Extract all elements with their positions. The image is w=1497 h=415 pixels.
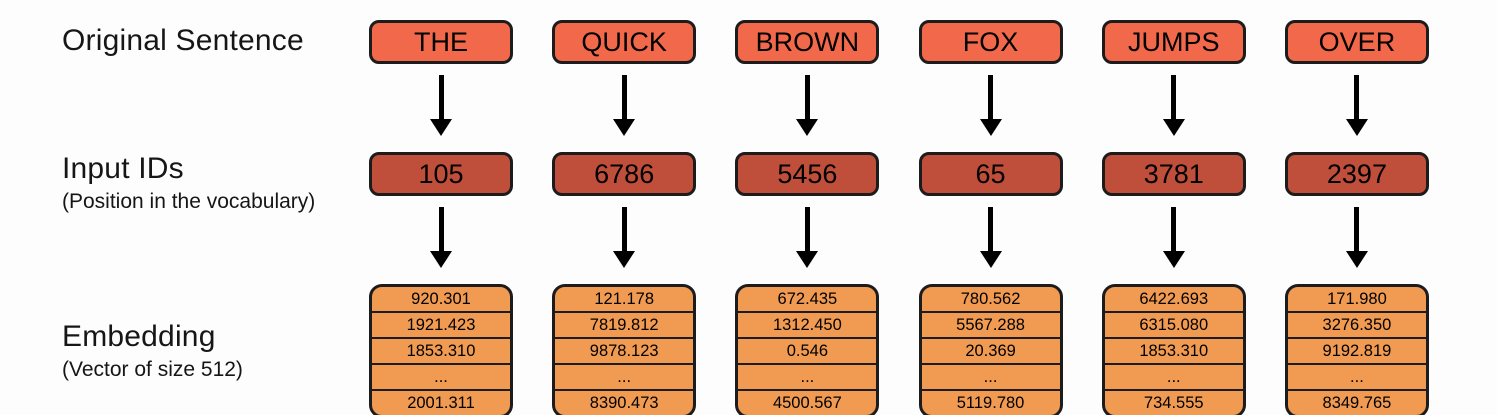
embedding-value: 1853.310 (1104, 337, 1243, 363)
token-column-the: THE 105 920.301 1921.423 1853.310 ... 20… (368, 20, 514, 415)
embedding-value: 121.178 (594, 290, 655, 308)
token-column-brown: BROWN 5456 672.435 1312.450 0.546 ... 45… (734, 20, 880, 415)
embedding-value: 6315.080 (1104, 311, 1243, 337)
token-column-quick: QUICK 6786 121.178 7819.812 9878.123 ...… (551, 20, 697, 415)
embedding-vector-box: 920.301 1921.423 1853.310 ... 2001.311 (369, 284, 513, 415)
embedding-vector-box: 6422.693 6315.080 1853.310 ... 734.555 (1101, 284, 1246, 415)
word-box: JUMPS (1101, 20, 1246, 64)
embedding-value: 8390.473 (555, 389, 694, 415)
token-column-over: OVER 2397 171.980 3276.350 9192.819 ... … (1284, 20, 1430, 415)
embedding-vector-box: 121.178 7819.812 9878.123 ... 8390.473 (552, 284, 697, 415)
input-id-box: 105 (369, 152, 513, 196)
down-arrow-icon (979, 196, 1002, 284)
down-arrow-icon (1345, 196, 1368, 284)
token-column-fox: FOX 65 780.562 5567.288 20.369 ... 5119.… (918, 20, 1064, 415)
embedding-value: 920.301 (411, 290, 471, 308)
original-sentence-label: Original Sentence (62, 24, 304, 57)
word-box: THE (369, 20, 513, 64)
input-ids-sublabel: (Position in the vocabulary) (62, 190, 316, 213)
embedding-value: 9878.123 (555, 337, 694, 363)
embedding-ellipsis: ... (372, 363, 510, 389)
embedding-value: 1312.450 (738, 311, 877, 337)
embedding-value: 9192.819 (1287, 337, 1426, 363)
input-ids-label: Input IDs (62, 152, 184, 185)
down-arrow-icon (796, 196, 819, 284)
word-box: BROWN (735, 20, 880, 64)
input-id-box: 2397 (1284, 152, 1429, 196)
embedding-ellipsis: ... (1104, 363, 1243, 389)
embedding-ellipsis: ... (738, 363, 877, 389)
embedding-value: 1853.310 (372, 337, 510, 363)
down-arrow-icon (430, 64, 452, 152)
down-arrow-icon (1162, 196, 1185, 284)
embedding-value: 20.369 (921, 337, 1060, 363)
down-arrow-icon (430, 196, 452, 284)
embedding-value: 171.980 (1327, 290, 1387, 308)
down-arrow-icon (796, 64, 819, 152)
input-id-box: 6786 (552, 152, 697, 196)
embedding-ellipsis: ... (555, 363, 694, 389)
embedding-value: 0.546 (738, 337, 877, 363)
embedding-value: 672.435 (777, 290, 838, 308)
input-id-box: 5456 (735, 152, 880, 196)
embedding-value: 4500.567 (738, 389, 877, 415)
down-arrow-icon (613, 196, 636, 284)
word-box: OVER (1284, 20, 1429, 64)
embedding-value: 1921.423 (372, 311, 510, 337)
embedding-sublabel: (Vector of size 512) (62, 358, 243, 381)
embedding-value: 780.562 (960, 290, 1021, 308)
embedding-label: Embedding (62, 320, 216, 353)
embedding-value: 5119.780 (921, 389, 1060, 415)
word-box: FOX (918, 20, 1063, 64)
embedding-ellipsis: ... (1287, 363, 1426, 389)
word-box: QUICK (552, 20, 697, 64)
down-arrow-icon (1162, 64, 1185, 152)
embedding-vector-box: 672.435 1312.450 0.546 ... 4500.567 (735, 284, 880, 415)
embedding-value: 8349.765 (1287, 389, 1426, 415)
embedding-value: 7819.812 (555, 311, 694, 337)
input-id-box: 3781 (1101, 152, 1246, 196)
token-column-jumps: JUMPS 3781 6422.693 6315.080 1853.310 ..… (1101, 20, 1247, 415)
embedding-value: 3276.350 (1287, 311, 1426, 337)
embedding-value: 734.555 (1104, 389, 1243, 415)
down-arrow-icon (613, 64, 636, 152)
down-arrow-icon (1345, 64, 1368, 152)
embedding-value: 5567.288 (921, 311, 1060, 337)
embedding-ellipsis: ... (921, 363, 1060, 389)
embedding-vector-box: 780.562 5567.288 20.369 ... 5119.780 (918, 284, 1063, 415)
embedding-value: 6422.693 (1139, 290, 1209, 308)
input-id-box: 65 (918, 152, 1063, 196)
embedding-vector-box: 171.980 3276.350 9192.819 ... 8349.765 (1284, 284, 1429, 415)
embedding-value: 2001.311 (372, 389, 510, 415)
token-columns: THE 105 920.301 1921.423 1853.310 ... 20… (368, 20, 1430, 415)
down-arrow-icon (979, 64, 1002, 152)
